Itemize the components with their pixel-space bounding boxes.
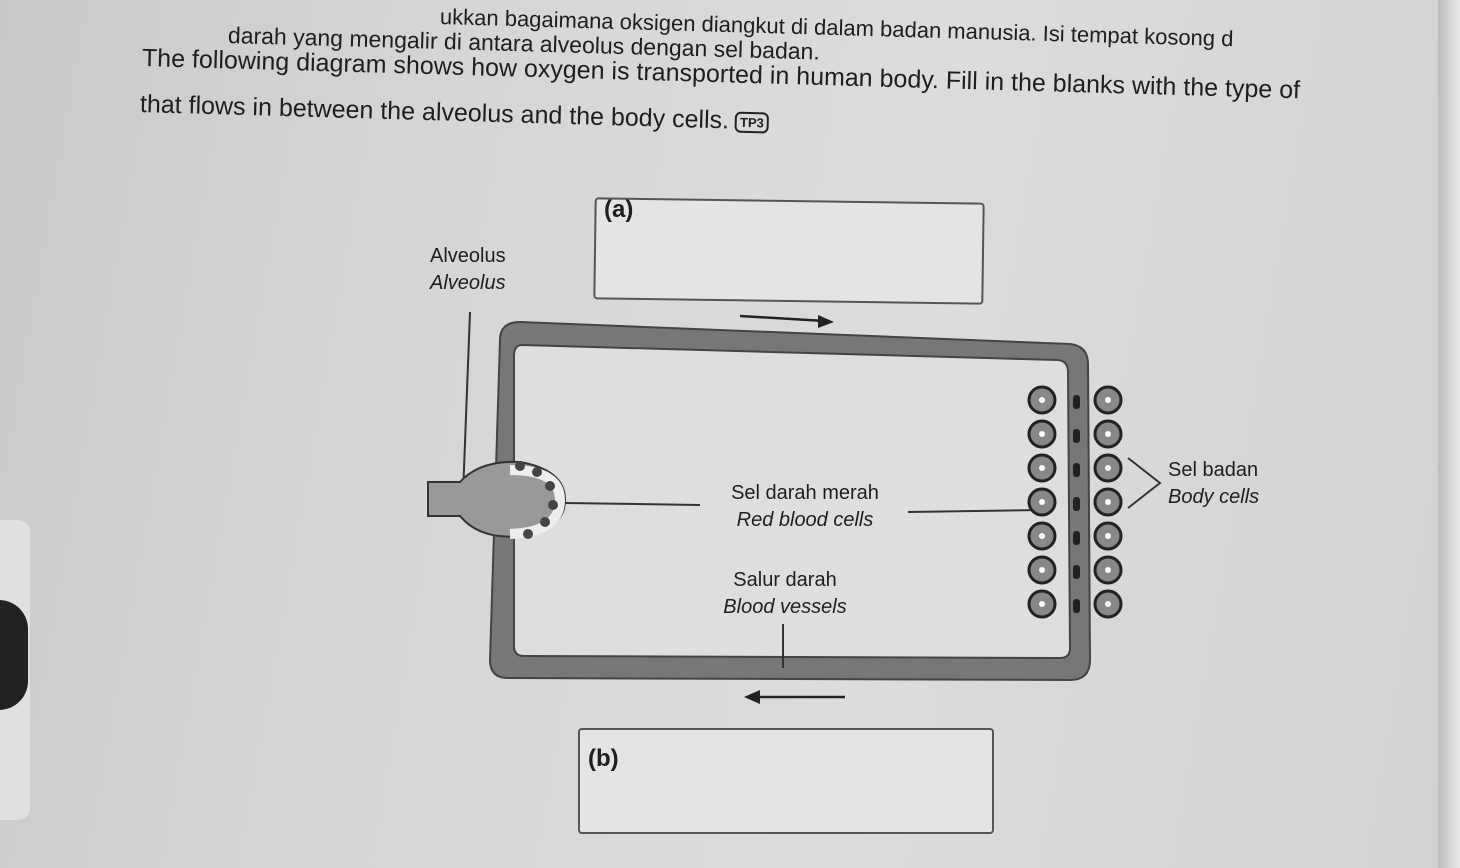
arrow-left-icon [744,690,845,704]
body-cell-nucleus [1105,533,1111,539]
capillary-wall-cell [1073,497,1080,511]
body-cells-bracket [1127,457,1162,509]
arrow-right-icon [739,314,834,328]
alveolus-pointer [462,311,471,496]
capillary-wall-cell [1073,429,1080,443]
body-cells-label: Sel badan Body cells [1168,459,1260,508]
capillary-wall-cell [1073,599,1080,613]
capillary-wall-cell [1073,531,1080,545]
capillary-wall-cell [1073,565,1080,579]
capillary-wall-cell [1073,395,1080,409]
red-blood-cell-nucleus [1039,499,1045,505]
rbc-label: Sel darah merah Red blood cells [731,482,879,531]
vessel-rbc-column [1027,385,1057,619]
blank-a-label: (a) [604,196,634,223]
red-blood-cell-nucleus [1039,567,1045,573]
body-cell-nucleus [1105,397,1111,403]
red-blood-cell-nucleus [1039,533,1045,539]
blank-b-box[interactable] [578,728,994,834]
body-cell-nucleus [1105,465,1111,471]
capillary-wall-cell [1073,463,1080,477]
rbc-pointer-right [907,509,1041,513]
body-cell-nucleus [1105,431,1111,437]
alveolus-label: Alveolus Alveolus [430,245,506,294]
rbc-pointer [564,502,701,506]
body-cells-column [1073,385,1123,619]
red-blood-cell-nucleus [1039,465,1045,471]
vessel-label: Salur darah Blood vessels [723,569,847,618]
shadow [0,600,28,710]
body-cell-nucleus [1105,499,1111,505]
body-cell-nucleus [1105,567,1111,573]
page-edge [1438,0,1460,868]
red-blood-cell-nucleus [1039,601,1045,607]
blood-vessel-inner [513,343,1072,660]
red-blood-cell-nucleus [1039,397,1045,403]
red-blood-cell-nucleus [1039,431,1045,437]
body-cell-nucleus [1105,601,1111,607]
alveolus-rbc-cells [515,461,558,539]
blank-b-label: (b) [588,745,619,772]
